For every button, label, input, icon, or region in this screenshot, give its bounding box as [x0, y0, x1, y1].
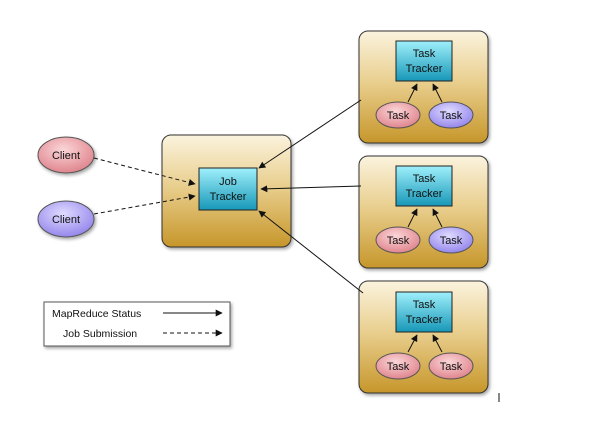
- job-submission-arrow-top: [93, 157, 196, 186]
- status-arrow-3: [258, 210, 364, 294]
- task-tracker-node-2: Task Tracker Task Task: [358, 155, 489, 269]
- job-tracker-line1: Job: [219, 176, 237, 188]
- task-tracker-node-3: Task Tracker Task Task: [358, 280, 489, 394]
- task-tracker-node-1: Task Tracker Task Task: [358, 30, 489, 144]
- legend: MapReduce Status Job Submission: [43, 301, 231, 347]
- status-arrow-1: [258, 99, 362, 169]
- task-tracker-2-line1: Task: [413, 173, 436, 185]
- legend-submission-label: Job Submission: [63, 328, 137, 340]
- client-top-node: Client: [37, 136, 95, 174]
- task-2-left: Task: [387, 235, 410, 247]
- job-submission-arrow-bottom: [93, 193, 196, 215]
- task-3-right: Task: [440, 361, 463, 373]
- task-tracker-1-line2: Tracker: [406, 63, 443, 75]
- legend-status-label: MapReduce Status: [52, 308, 141, 320]
- task-1-right: Task: [440, 110, 463, 122]
- task-tracker-3-line1: Task: [413, 299, 436, 311]
- task-1-left: Task: [387, 110, 410, 122]
- client-bottom-label: Client: [52, 214, 80, 226]
- task-3-left: Task: [387, 361, 410, 373]
- job-tracker-line2: Tracker: [210, 191, 247, 203]
- status-arrow-2: [260, 185, 362, 193]
- task-tracker-2-line2: Tracker: [406, 188, 443, 200]
- task-tracker-1-line1: Task: [413, 48, 436, 60]
- task-tracker-3-line2: Tracker: [406, 314, 443, 326]
- job-tracker-node: Job Tracker: [161, 134, 292, 248]
- client-bottom-node: Client: [37, 200, 95, 238]
- client-top-label: Client: [52, 150, 80, 162]
- task-2-right: Task: [440, 235, 463, 247]
